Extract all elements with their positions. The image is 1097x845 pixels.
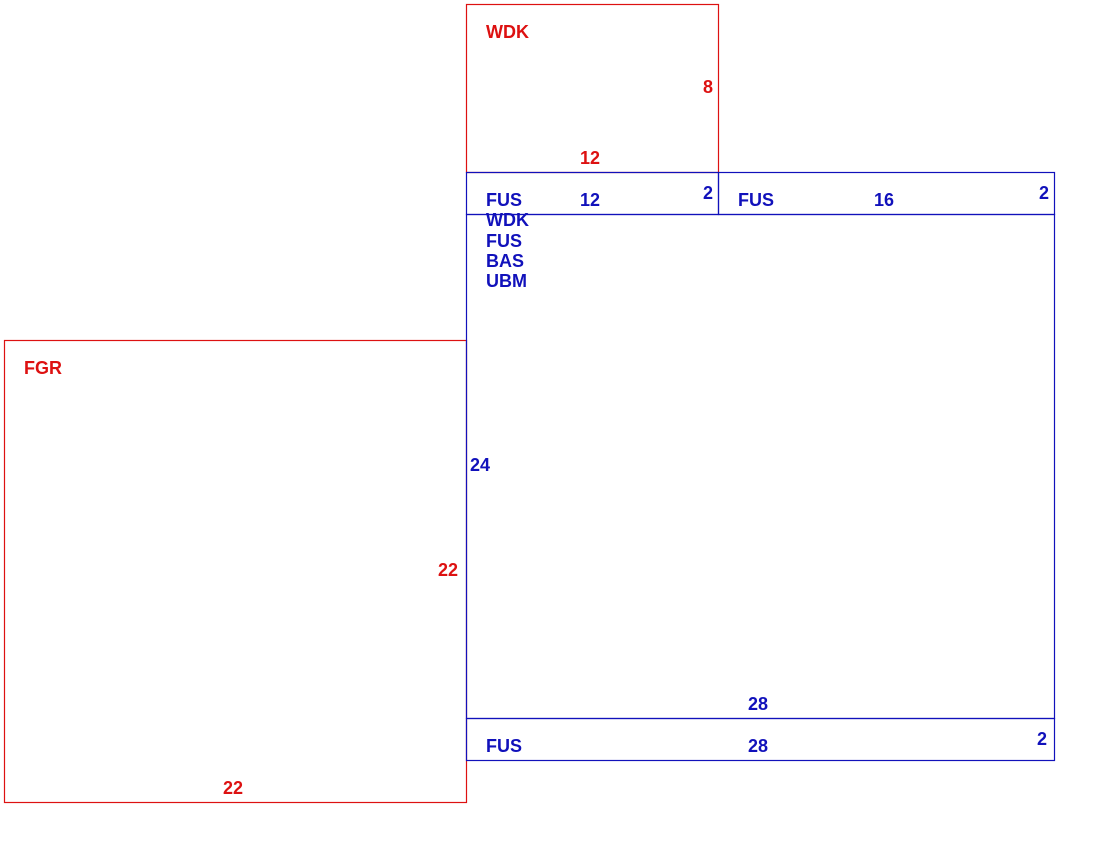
main-area-outline <box>465 213 1056 720</box>
main-area-height-label: 24 <box>470 455 490 475</box>
fus-bottom-block: FUS 28 2 <box>465 717 1056 762</box>
fgr-block-name: FGR <box>24 358 62 378</box>
fus-top-left-height-label: 2 <box>703 183 713 203</box>
wdk-block-height-label: 8 <box>703 77 713 97</box>
fus-bottom-name: FUS <box>486 736 522 756</box>
fus-top-left-width-label: 12 <box>580 190 600 210</box>
fus-top-right-height-label: 2 <box>1039 183 1049 203</box>
fgr-block-height-label: 22 <box>438 560 458 580</box>
main-area-name-2: FUS <box>486 231 522 251</box>
fgr-block-width-label: 22 <box>223 778 243 798</box>
main-area-name-1: WDK <box>486 210 529 230</box>
main-area-block: WDK FUS BAS UBM 24 28 <box>465 210 1056 720</box>
wdk-block-name: WDK <box>486 22 529 42</box>
fus-bottom-width-label: 28 <box>748 736 768 756</box>
fgr-block: FGR 22 22 <box>3 339 468 804</box>
main-area-width-label: 28 <box>748 694 768 714</box>
wdk-block: WDK 8 12 <box>465 3 720 174</box>
main-area-name-4: UBM <box>486 271 527 291</box>
fus-bottom-outline <box>465 717 1056 762</box>
fus-top-left-block: FUS 12 2 <box>465 171 720 216</box>
fgr-block-outline <box>3 339 468 804</box>
main-area-name-3: BAS <box>486 251 524 271</box>
wdk-block-width-label: 12 <box>580 148 600 168</box>
fus-top-right-name: FUS <box>738 190 774 210</box>
fus-bottom-height-label: 2 <box>1037 729 1047 749</box>
fus-top-right-block: FUS 16 2 <box>717 171 1056 216</box>
fus-top-right-width-label: 16 <box>874 190 894 210</box>
fus-top-left-name: FUS <box>486 190 522 210</box>
